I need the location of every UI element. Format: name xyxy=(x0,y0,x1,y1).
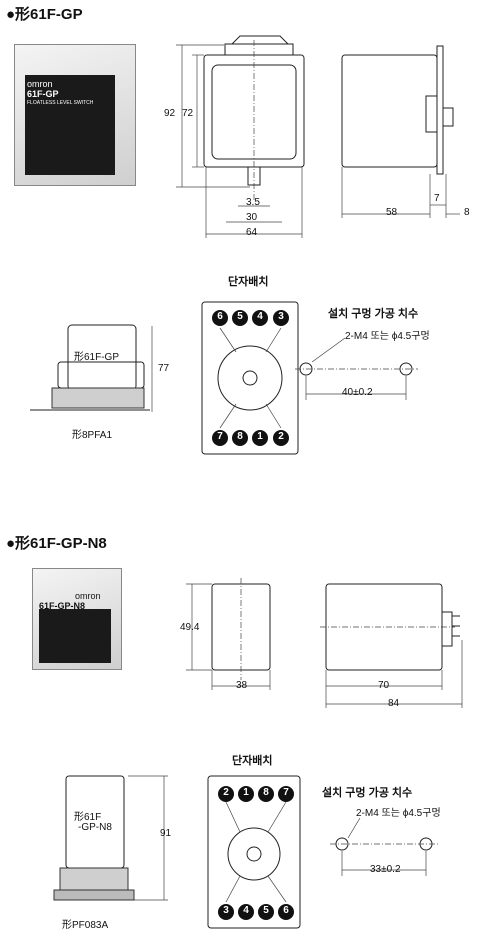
photo-brand: omron xyxy=(27,79,53,89)
dim-d7: 7 xyxy=(434,193,440,204)
mount-title: 설치 구멍 가공 치수 xyxy=(322,787,413,799)
pin-label: 4 xyxy=(257,311,263,322)
photo-brand: omron xyxy=(75,591,101,601)
pin-label: 6 xyxy=(283,905,289,916)
mount-dim: 33±0.2 xyxy=(370,864,401,875)
mount-note: 2-M4 또는 ϕ4.5구멍 xyxy=(345,331,430,342)
front-panel xyxy=(25,75,115,175)
front-panel xyxy=(39,609,111,663)
pin-label: 5 xyxy=(263,905,269,916)
dim-height: 49.4 xyxy=(180,622,200,633)
relay-socket-drawing xyxy=(53,775,168,901)
dim-d70: 70 xyxy=(378,680,390,691)
dim-w64: 64 xyxy=(246,227,258,238)
mount-holes xyxy=(330,817,438,876)
pin-label: 1 xyxy=(257,431,263,442)
pin-label: 6 xyxy=(217,311,223,322)
front-view xyxy=(176,35,305,238)
pin-label: 3 xyxy=(278,311,284,322)
socket-label: 形PF083A xyxy=(62,920,109,931)
dim-w38: 38 xyxy=(236,680,248,691)
mount-note: 2-M4 또는 ϕ4.5구멍 xyxy=(356,808,441,819)
dim-inner: 72 xyxy=(182,108,194,119)
relay-height: 91 xyxy=(160,828,172,839)
dim-gap: 3.5 xyxy=(246,197,260,208)
pin-label: 4 xyxy=(243,905,249,916)
pin-label: 1 xyxy=(243,787,249,798)
pin-label: 8 xyxy=(263,787,269,798)
section1-title: ●形61F-GP xyxy=(6,6,83,23)
relay-socket-drawing xyxy=(30,324,153,412)
pin-label: 7 xyxy=(283,787,289,798)
socket-label: 形8PFA1 xyxy=(72,430,113,441)
terminal-arrangement xyxy=(207,775,301,929)
pins-bottom xyxy=(218,904,294,920)
dim-d8: 8 xyxy=(464,207,470,218)
dim-d84: 84 xyxy=(388,698,400,709)
terminal-title: 단자배치 xyxy=(228,276,269,288)
relay-label-1: 形61F xyxy=(74,812,102,823)
photo-caption: FLOATLESS LEVEL SWITCH xyxy=(27,100,94,106)
mount-title: 설치 구멍 가공 치수 xyxy=(328,308,419,320)
pin-label: 7 xyxy=(217,431,223,442)
terminal-arrangement xyxy=(201,301,299,455)
terminal-title: 단자배치 xyxy=(232,755,273,767)
relay-label-2: -GP-N8 xyxy=(78,822,112,833)
pins-bottom xyxy=(212,430,289,446)
dim-d58: 58 xyxy=(386,207,398,218)
product-photo: omron 61F-GP-N8 xyxy=(32,568,122,670)
section2-title: ●形61F-GP-N8 xyxy=(6,535,107,552)
pin-label: 3 xyxy=(223,905,229,916)
front-view xyxy=(186,578,271,690)
side-view xyxy=(320,583,463,708)
product-photo: omron 61F-GP FLOATLESS LEVEL SWITCH xyxy=(14,44,136,186)
mount-dim: 40±0.2 xyxy=(342,387,373,398)
dim-w30: 30 xyxy=(246,212,258,223)
pin-label: 2 xyxy=(223,787,229,798)
pins-top xyxy=(212,310,289,326)
photo-model: 61F-GP xyxy=(27,89,59,99)
dim-height: 92 xyxy=(164,108,176,119)
pins-top xyxy=(218,786,294,802)
relay-height: 77 xyxy=(158,363,170,374)
pin-label: 8 xyxy=(237,431,243,442)
pin-label: 5 xyxy=(237,311,243,322)
mount-holes xyxy=(295,337,418,400)
pin-label: 2 xyxy=(278,431,284,442)
side-view xyxy=(341,45,460,218)
photo-model: 61F-GP-N8 xyxy=(39,601,86,611)
relay-label: 形61F-GP xyxy=(74,352,120,363)
